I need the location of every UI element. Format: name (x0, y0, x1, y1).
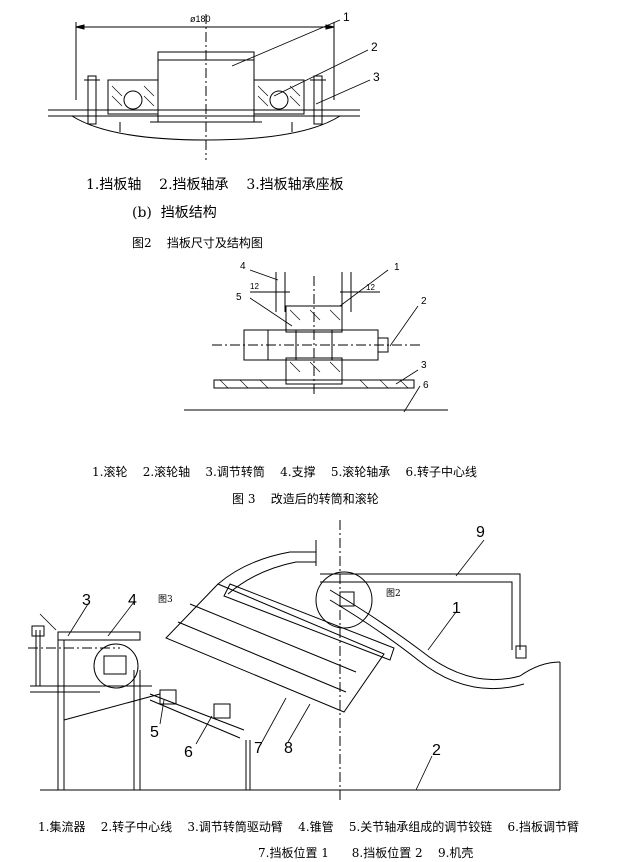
fig3-callout-5: 5 (236, 292, 242, 303)
fig3-callout-6: 6 (423, 380, 429, 391)
fig-b-callout-1: 1 (343, 10, 350, 24)
main-ref-fig3: 图3 (158, 595, 173, 605)
main-callout-6: 6 (184, 744, 193, 761)
main-legend-line1: 1.集流器 2.转子中心线 3.调节转筒驱动臂 4.锥管 5.关节轴承组成的调节… (38, 820, 579, 834)
main-callout-9: 9 (476, 524, 485, 541)
fig3-caption: 图 3 改造后的转筒和滚轮 (232, 492, 379, 506)
fig3-dim-left: 12 (250, 282, 259, 291)
fig-b-callout-2: 2 (371, 40, 378, 54)
fig-b-legend: 1.挡板轴 2.挡板轴承 3.挡板轴承座板 (86, 177, 344, 193)
fig3-dim-right: 12 (366, 283, 375, 292)
fig3-callout-2: 2 (421, 296, 427, 307)
main-callout-8: 8 (284, 740, 293, 757)
fig3-callout-3: 3 (421, 360, 427, 371)
main-ref-fig2: 图2 (386, 589, 401, 599)
fig3-callout-1: 1 (394, 262, 400, 273)
main-callout-4: 4 (128, 592, 137, 609)
main-callout-7: 7 (254, 740, 263, 757)
fig3-callout-4: 4 (240, 261, 246, 272)
main-callout-3: 3 (82, 592, 91, 609)
fig3-legend: 1.滚轮 2.滚轮轴 3.调节转筒 4.支撑 5.滚轮轴承 6.转子中心线 (92, 465, 477, 479)
fig-b-subcaption: (b) 挡板结构 (132, 205, 217, 221)
fig-b-dimension-label: ø180 (190, 14, 211, 24)
main-callout-5: 5 (150, 724, 159, 741)
main-legend-line2: 7.挡板位置 1 8.挡板位置 2 9.机壳 (258, 846, 474, 860)
fig-b-callout-3: 3 (373, 70, 380, 84)
main-callout-2: 2 (432, 742, 441, 759)
fig-2-caption: 图2 挡板尺寸及结构图 (132, 236, 263, 250)
main-callout-1: 1 (452, 600, 461, 617)
